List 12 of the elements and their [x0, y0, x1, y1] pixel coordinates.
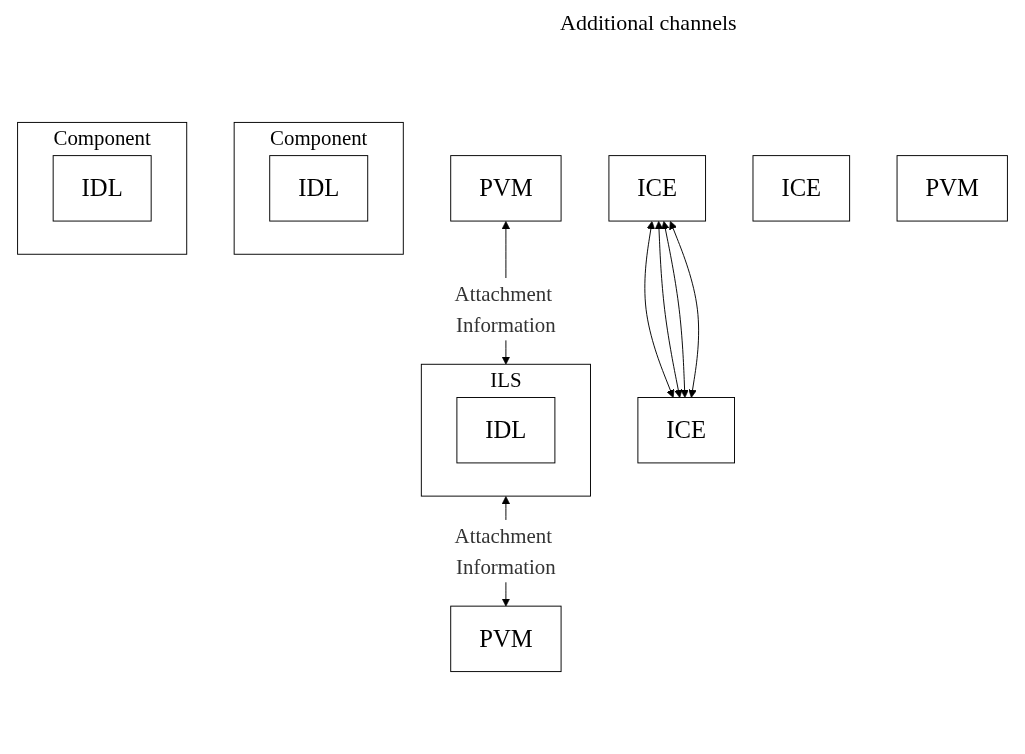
node-box: PVM [896, 155, 1008, 222]
node-box: PVM [450, 155, 562, 222]
note-text: Additional channels [560, 10, 737, 36]
node-box: IDL [269, 155, 369, 222]
node-box: IDL [52, 155, 152, 222]
node-box: IDL [456, 397, 556, 464]
node-box: ICE [608, 155, 707, 222]
node-box: ICE [752, 155, 851, 222]
node-box: ICE [637, 397, 735, 464]
edge-label: Attachment Information [454, 281, 556, 337]
node-box: PVM [450, 605, 562, 673]
edge-label: Attachment Information [454, 523, 556, 579]
